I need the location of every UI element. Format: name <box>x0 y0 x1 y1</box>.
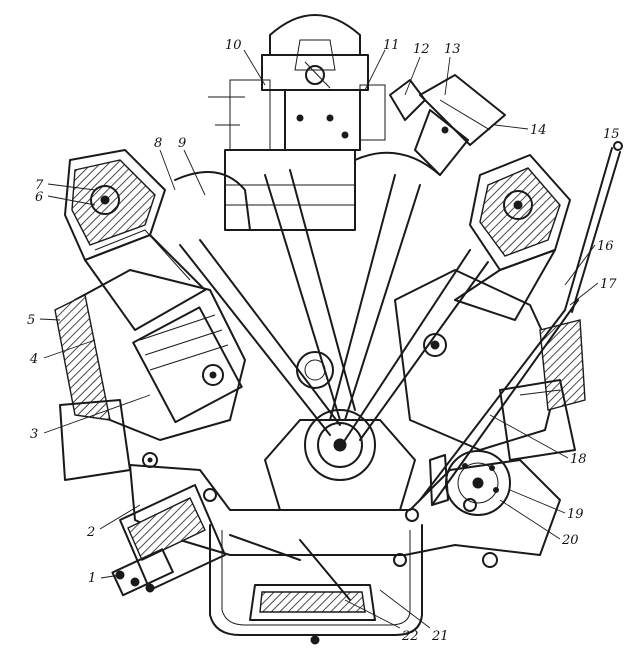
callout-labels: 1 2 3 4 5 6 7 8 9 10 11 12 13 14 15 16 1… <box>27 38 620 644</box>
callout-2: 2 <box>86 525 95 540</box>
callout-13: 13 <box>444 42 461 57</box>
connecting-rods <box>179 169 489 441</box>
leader-lines <box>39 49 599 629</box>
callout-16: 16 <box>597 239 614 254</box>
left-cylinder-bank <box>54 269 246 481</box>
callout-5: 5 <box>27 313 35 328</box>
callout-15: 15 <box>603 127 620 142</box>
distributor <box>389 74 506 176</box>
callout-20: 20 <box>561 533 579 548</box>
fuel-pump <box>111 484 226 597</box>
callout-9: 9 <box>178 136 186 151</box>
right-cylinder-bank <box>394 269 586 461</box>
callout-19: 19 <box>567 507 584 522</box>
intake-manifold <box>174 149 441 231</box>
crankcase-lower <box>129 452 561 568</box>
starter-flange <box>429 450 511 516</box>
callout-11: 11 <box>383 38 400 53</box>
callout-8: 8 <box>154 136 162 151</box>
callout-17: 17 <box>600 277 617 292</box>
callout-22: 22 <box>401 629 419 644</box>
callout-6: 6 <box>35 190 43 205</box>
oil-pan <box>209 524 423 645</box>
callout-21: 21 <box>431 629 449 644</box>
callout-7: 7 <box>35 178 44 193</box>
callout-4: 4 <box>29 352 38 367</box>
callout-14: 14 <box>530 123 547 138</box>
callout-10: 10 <box>225 38 242 53</box>
right-cylinder-head <box>454 154 571 321</box>
crankshaft <box>264 351 416 511</box>
callout-1: 1 <box>88 571 96 586</box>
callout-18: 18 <box>570 452 587 467</box>
carburetor <box>208 14 386 151</box>
callout-3: 3 <box>30 427 38 442</box>
dipstick-tube <box>419 141 623 506</box>
left-cylinder-head <box>64 149 206 331</box>
callout-12: 12 <box>413 42 430 57</box>
